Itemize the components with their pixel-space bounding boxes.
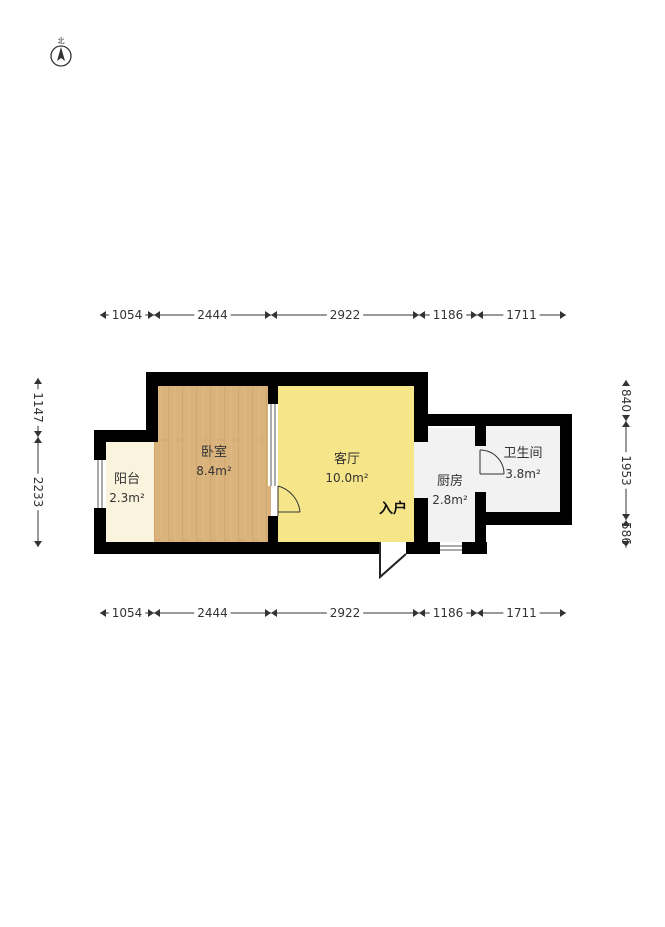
dim-bottom-arrow bbox=[419, 609, 425, 617]
dim-top-arrow bbox=[265, 311, 271, 319]
dim-bottom-label: 2922 bbox=[330, 606, 361, 620]
bedroom-door bbox=[277, 485, 301, 516]
dim-right-arrow bbox=[622, 514, 630, 520]
dimension-bottom: 1054 2444 2922 1186 1711 bbox=[100, 606, 566, 620]
compass-icon bbox=[50, 45, 72, 67]
bathroom-name: 卫生间 bbox=[503, 446, 542, 461]
dim-top-arrow bbox=[100, 311, 106, 319]
dim-bottom-arrow bbox=[154, 609, 160, 617]
balcony-floor bbox=[106, 442, 154, 542]
living-area: 10.0m² bbox=[325, 471, 368, 485]
bedroom-area: 8.4m² bbox=[196, 464, 232, 478]
dim-bottom-arrow bbox=[148, 609, 154, 617]
dim-top-arrow bbox=[148, 311, 154, 319]
bedroom-floor bbox=[154, 386, 271, 542]
dim-top-arrow bbox=[560, 311, 566, 319]
bathroom-area: 3.8m² bbox=[505, 467, 541, 481]
compass: 北 bbox=[50, 37, 72, 67]
bathroom-floor bbox=[486, 426, 560, 512]
kitchen-floor bbox=[425, 428, 477, 542]
balcony-window bbox=[94, 460, 106, 508]
dim-left-label: 2233 bbox=[31, 477, 45, 508]
dim-bottom-arrow bbox=[265, 609, 271, 617]
dim-bottom-arrow bbox=[271, 609, 277, 617]
dim-top-label: 1054 bbox=[112, 308, 143, 322]
walls bbox=[94, 372, 572, 554]
dim-bottom-label: 1054 bbox=[112, 606, 143, 620]
dim-bottom-arrow bbox=[560, 609, 566, 617]
balcony-area: 2.3m² bbox=[109, 491, 145, 505]
dimension-top: 1054 2444 2922 1186 1711 bbox=[100, 308, 566, 322]
dim-left-arrow bbox=[34, 541, 42, 547]
dim-right-label: 840 bbox=[619, 389, 633, 412]
dim-bottom-label: 1186 bbox=[433, 606, 464, 620]
dim-top-label: 2444 bbox=[197, 308, 228, 322]
kitchen-window bbox=[440, 542, 462, 554]
living-floor bbox=[278, 386, 416, 542]
dim-bottom-label: 2444 bbox=[197, 606, 228, 620]
dim-right-arrow bbox=[622, 541, 630, 547]
dim-left-arrow bbox=[34, 378, 42, 384]
balcony-name: 阳台 bbox=[114, 472, 140, 487]
dim-left-arrow bbox=[34, 437, 42, 443]
dim-top-arrow bbox=[471, 311, 477, 319]
bedroom-name: 卧室 bbox=[201, 444, 227, 460]
dim-bottom-arrow bbox=[100, 609, 106, 617]
kitchen-door-opening bbox=[414, 442, 428, 498]
kitchen-area: 2.8m² bbox=[432, 493, 468, 507]
bathroom-door bbox=[475, 446, 505, 492]
dim-bottom-label: 1711 bbox=[506, 606, 537, 620]
dim-top-arrow bbox=[413, 311, 419, 319]
dim-top-label: 1711 bbox=[506, 308, 537, 322]
dim-right-label: 1953 bbox=[619, 455, 633, 486]
dim-bottom-arrow bbox=[471, 609, 477, 617]
dim-left-arrow bbox=[34, 431, 42, 437]
dim-top-arrow bbox=[271, 311, 277, 319]
dim-left-label: 1147 bbox=[31, 392, 45, 423]
compass-needle-icon bbox=[57, 47, 65, 61]
bedroom-partition-window bbox=[268, 404, 278, 486]
entry-door bbox=[379, 542, 407, 580]
kitchen-name: 厨房 bbox=[437, 473, 463, 489]
dim-right-arrow bbox=[622, 520, 630, 526]
entry-label: 入户 bbox=[379, 500, 407, 517]
dim-top-arrow bbox=[477, 311, 483, 319]
dimension-right: 840 1953 586 bbox=[619, 380, 633, 548]
dim-top-label: 1186 bbox=[433, 308, 464, 322]
living-name: 客厅 bbox=[334, 451, 360, 467]
dim-right-label: 586 bbox=[619, 522, 633, 545]
compass-north-label: 北 bbox=[58, 37, 65, 45]
dim-bottom-arrow bbox=[477, 609, 483, 617]
dim-top-arrow bbox=[154, 311, 160, 319]
dim-bottom-arrow bbox=[413, 609, 419, 617]
dim-top-label: 2922 bbox=[330, 308, 361, 322]
dim-right-arrow bbox=[622, 415, 630, 421]
dimension-left: 1147 2233 bbox=[31, 378, 45, 547]
dim-right-arrow bbox=[622, 380, 630, 386]
dim-top-arrow bbox=[419, 311, 425, 319]
dim-right-arrow bbox=[622, 421, 630, 427]
